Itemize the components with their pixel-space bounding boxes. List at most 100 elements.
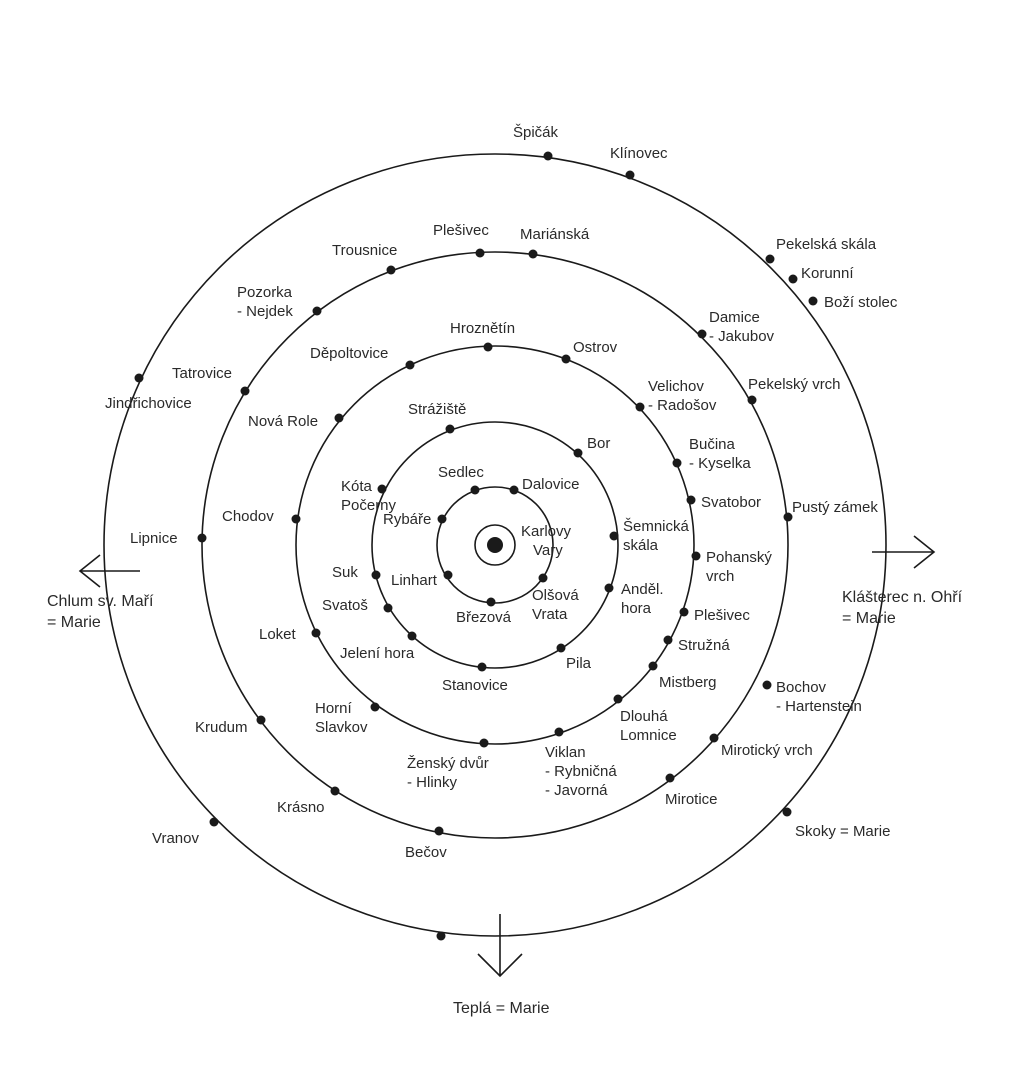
label-pusty-zamek: Pustý zámek [792, 499, 878, 516]
ring-4-circle [201, 251, 789, 839]
label-plesivec-inner: Plešivec [694, 607, 750, 624]
dot-zensky-dvur [479, 738, 489, 748]
dot-korunni [788, 274, 798, 284]
dot-jeleni-hora [407, 631, 417, 641]
label-viklan: Viklan- Rybničná- Javorná [545, 744, 617, 799]
dot-jindrichovice [134, 373, 144, 383]
place-dots [134, 151, 818, 941]
dot-pozorka [312, 306, 322, 316]
dot-skoky [782, 807, 792, 817]
ring-2-circle [371, 421, 619, 669]
label-becov: Bečov [405, 844, 447, 861]
dot-kota-pocerny [377, 484, 387, 494]
dot-stanovice [477, 662, 487, 672]
dot-bozi-stolec [808, 296, 818, 306]
center-label: Karlovy Vary [521, 523, 575, 559]
label-tatrovice: Tatrovice [172, 365, 232, 382]
label-velichov: Velichov- Radošov [648, 378, 717, 414]
label-trousnice: Trousnice [332, 242, 397, 259]
label-mироticky: Mirotický vrch [721, 742, 813, 759]
label-hroznetin: Hroznětín [450, 320, 515, 337]
label-lipnice: Lipnice [130, 530, 178, 547]
dot-svatos [383, 603, 393, 613]
dot-plesivec-outer [475, 248, 485, 258]
dot-trousnice [386, 265, 396, 275]
label-svatos: Svatoš [322, 597, 368, 614]
label-vranov: Vranov [152, 830, 199, 847]
dot-becov [434, 826, 444, 836]
label-skoky: Skoky = Marie [795, 823, 890, 840]
dot-dlouha-lomnice [613, 694, 623, 704]
label-spicak: Špičák [513, 124, 559, 141]
dot-dalovice [509, 485, 519, 495]
label-brezova: Březová [456, 609, 512, 626]
arrow-west [78, 554, 140, 588]
dot-brezova [486, 597, 496, 607]
dot-svatobor [686, 495, 696, 505]
dot-linhart [443, 570, 453, 580]
label-sedlec: Sedlec [438, 464, 484, 481]
direction-label-east: Klášterec n. Ohří= Marie [842, 589, 963, 627]
dot-spicak [543, 151, 553, 161]
label-loket: Loket [259, 626, 297, 643]
dot-velichov [635, 402, 645, 412]
label-jindrichovice: Jindřichovice [105, 395, 192, 412]
dot-bottom-dot [436, 931, 446, 941]
dot-damice [697, 329, 707, 339]
label-straziste: Strážiště [408, 401, 466, 418]
label-bucina: Bučina- Kyselka [689, 436, 751, 472]
dot-viklan [554, 727, 564, 737]
dot-pohansky-vrch [691, 551, 701, 561]
place-labels: SedlecDaloviceRybářeLinhartBřezováOlšová… [47, 124, 963, 1017]
dot-horni-slavkov [370, 702, 380, 712]
label-pekelska-skala: Pekelská skála [776, 236, 877, 253]
dot-chodov [291, 514, 301, 524]
dot-klinovec [625, 170, 635, 180]
label-jeleni-hora: Jelení hora [340, 645, 415, 662]
dot-andel-hora [604, 583, 614, 593]
label-andel-hora: Anděl.hora [621, 581, 664, 617]
dot-struzna [663, 635, 673, 645]
dot-krasno [330, 786, 340, 796]
label-mistberg: Mistberg [659, 674, 717, 691]
dot-straziste [445, 424, 455, 434]
label-damice: Damice- Jakubov [709, 309, 775, 345]
dot-marianska [528, 249, 538, 259]
dot-pekelsky-vrch [747, 395, 757, 405]
label-bochov: Bochov- Hartenstein [776, 679, 862, 715]
dot-nova-role [334, 413, 344, 423]
rings [103, 153, 887, 937]
dot-krudum [256, 715, 266, 725]
dot-rybare [437, 514, 447, 524]
dot-bochov [762, 680, 772, 690]
dot-lipnice [197, 533, 207, 543]
label-nova-role: Nová Role [248, 413, 318, 430]
dot-ostrov [561, 354, 571, 364]
dot-plesivec-inner [679, 607, 689, 617]
label-pozorka: Pozorka- Nejdek [237, 284, 293, 320]
dot-loket [311, 628, 321, 638]
ring-3-circle [295, 345, 695, 745]
dot-pekelska-skala [765, 254, 775, 264]
center-ring [474, 524, 516, 566]
label-korunni: Korunní [801, 265, 854, 282]
dot-pusty-zamek [783, 512, 793, 522]
label-bozi-stolec: Boží stolec [824, 294, 898, 311]
arrow-south [477, 914, 523, 978]
label-suk: Suk [332, 564, 358, 581]
dot-semnicka-skala [609, 531, 619, 541]
label-linhart: Linhart [391, 572, 438, 589]
dot-bor [573, 448, 583, 458]
label-chodov: Chodov [222, 508, 274, 525]
label-dalovice: Dalovice [522, 476, 580, 493]
ring-5-circle [103, 153, 887, 937]
label-ostrov: Ostrov [573, 339, 618, 356]
dot-mироticky [709, 733, 719, 743]
label-stanovice: Stanovice [442, 677, 508, 694]
label-bor: Bor [587, 435, 610, 452]
dot-suk [371, 570, 381, 580]
